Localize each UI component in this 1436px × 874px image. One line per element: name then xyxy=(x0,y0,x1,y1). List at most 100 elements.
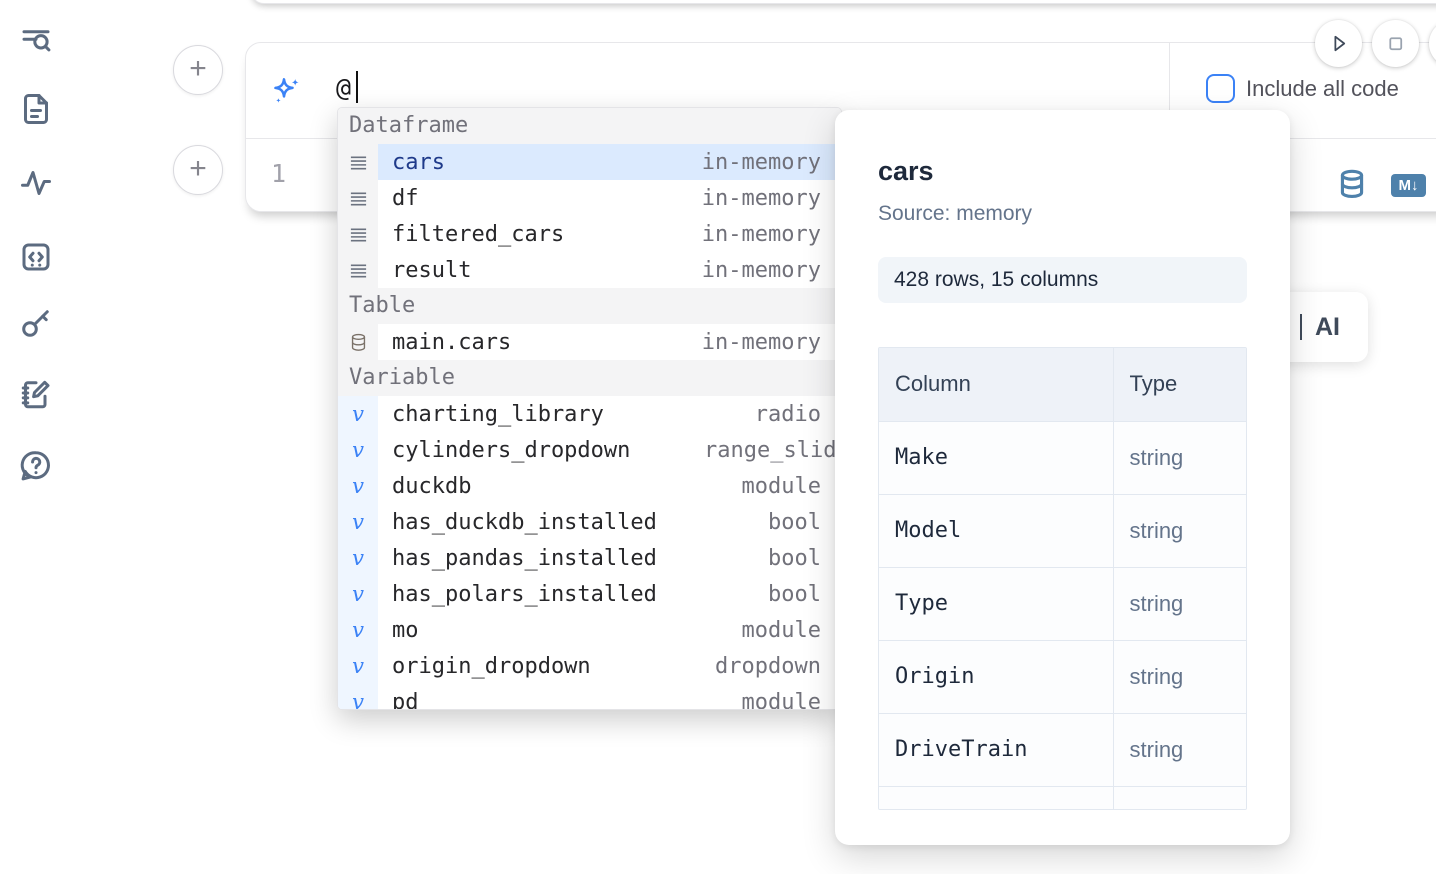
text-cursor xyxy=(356,71,358,103)
dataframe-preview-panel: cars Source: memory 428 rows, 15 columns… xyxy=(835,110,1290,845)
completion-item-has_pandas_installed[interactable]: v has_pandas_installed bool xyxy=(338,540,841,576)
completion-item-type: in-memory xyxy=(701,221,821,247)
completion-item-type: radio xyxy=(754,401,821,427)
add-cell-above-button[interactable]: + xyxy=(173,45,223,95)
completion-item-name: result xyxy=(392,257,472,283)
schema-column-name: Origin xyxy=(879,640,1113,714)
completion-item-type: in-memory xyxy=(701,257,821,283)
schema-column-name: Type xyxy=(879,567,1113,641)
dataframe-rows-icon xyxy=(338,252,378,288)
completion-item-type: module xyxy=(741,617,821,643)
ai-prompt-row: @ Include all code xyxy=(246,43,1436,139)
activity-icon[interactable] xyxy=(17,164,55,202)
schema-row-partial xyxy=(879,786,1246,809)
run-cell-button[interactable] xyxy=(1315,20,1362,67)
sidebar xyxy=(0,0,70,874)
completion-section-header: Table xyxy=(338,288,841,324)
play-icon xyxy=(1334,35,1346,52)
completion-item-name: pd xyxy=(392,689,419,710)
search-list-icon[interactable] xyxy=(17,21,55,59)
completion-item-charting_library[interactable]: v charting_library radio xyxy=(338,396,841,432)
schema-column-name: Make xyxy=(879,421,1113,495)
completion-item-name: cylinders_dropdown xyxy=(392,437,631,463)
completion-item-name: duckdb xyxy=(392,473,472,499)
prompt-options: Include all code xyxy=(1170,43,1436,138)
completion-item-result[interactable]: result in-memory xyxy=(338,252,841,288)
completion-item-type: bool xyxy=(768,581,821,607)
completion-item-has_polars_installed[interactable]: v has_polars_installed bool xyxy=(338,576,841,612)
completion-item-type: bool xyxy=(768,509,821,535)
completion-item-name: main.cars xyxy=(392,329,512,355)
database-icon[interactable] xyxy=(1338,167,1366,201)
completion-item-name: filtered_cars xyxy=(392,221,565,247)
completion-item-name: charting_library xyxy=(392,401,604,427)
variable-icon: v xyxy=(338,396,378,432)
variable-icon: v xyxy=(338,540,378,576)
completion-item-filtered_cars[interactable]: filtered_cars in-memory xyxy=(338,216,841,252)
variable-icon: v xyxy=(338,504,378,540)
completion-item-type: dropdown xyxy=(715,653,821,679)
sparkles-icon xyxy=(274,78,299,103)
code-editor[interactable]: 1 M↓ xyxy=(246,139,1436,211)
button-separator xyxy=(1300,314,1302,340)
include-all-code-label: Include all code xyxy=(1246,76,1399,101)
schema-column-name: Model xyxy=(879,494,1113,568)
schema-column-type: string xyxy=(1112,713,1246,787)
schema-column-type: string xyxy=(1112,421,1246,495)
schema-column-type: string xyxy=(1112,567,1246,641)
completion-item-type: in-memory xyxy=(701,185,821,211)
more-actions-button[interactable] xyxy=(1429,20,1436,67)
include-all-code-checkbox[interactable] xyxy=(1206,74,1235,103)
key-icon[interactable] xyxy=(17,304,55,342)
completion-item-name: cars xyxy=(392,149,445,175)
completion-item-name: has_pandas_installed xyxy=(392,545,657,571)
ai-prompt-input[interactable]: @ xyxy=(246,43,1170,138)
dataframe-rows-icon xyxy=(338,144,378,180)
code-box-icon[interactable] xyxy=(17,238,55,276)
add-cell-below-button[interactable]: + xyxy=(173,145,223,195)
completion-item-name: has_duckdb_installed xyxy=(392,509,657,535)
prompt-text: @ xyxy=(336,73,352,102)
ai-cell-label: AI xyxy=(1315,312,1340,341)
schema-header-column: Column xyxy=(879,348,1113,422)
variable-icon: v xyxy=(338,468,378,504)
document-icon[interactable] xyxy=(17,90,55,128)
completion-item-cylinders_dropdown[interactable]: v cylinders_dropdown range_slider xyxy=(338,432,841,468)
completion-item-has_duckdb_installed[interactable]: v has_duckdb_installed bool xyxy=(338,504,841,540)
completion-item-type: range_slider xyxy=(704,437,841,463)
completion-item-type: in-memory xyxy=(701,329,821,355)
completion-item-df[interactable]: df in-memory xyxy=(338,180,841,216)
completion-item-name: has_polars_installed xyxy=(392,581,657,607)
variable-icon: v xyxy=(338,576,378,612)
completion-item-type: bool xyxy=(768,545,821,571)
completion-item-name: mo xyxy=(392,617,419,643)
variable-icon: v xyxy=(338,432,378,468)
shape-badge: 428 rows, 15 columns xyxy=(878,257,1247,303)
markdown-badge-icon[interactable]: M↓ xyxy=(1391,174,1426,197)
previous-cell-edge xyxy=(250,0,1436,4)
stop-icon xyxy=(1389,37,1403,51)
notebook-edit-icon[interactable] xyxy=(17,375,55,413)
completion-item-name: df xyxy=(392,185,419,211)
stop-button[interactable] xyxy=(1372,20,1419,67)
variable-icon: v xyxy=(338,648,378,684)
preview-title: cars xyxy=(878,156,934,186)
variable-icon: v xyxy=(338,612,378,648)
database-icon xyxy=(338,324,378,360)
completion-item-main.cars[interactable]: main.cars in-memory xyxy=(338,324,841,360)
preview-source: Source: memory xyxy=(878,202,1033,225)
help-chat-icon[interactable] xyxy=(17,447,55,485)
